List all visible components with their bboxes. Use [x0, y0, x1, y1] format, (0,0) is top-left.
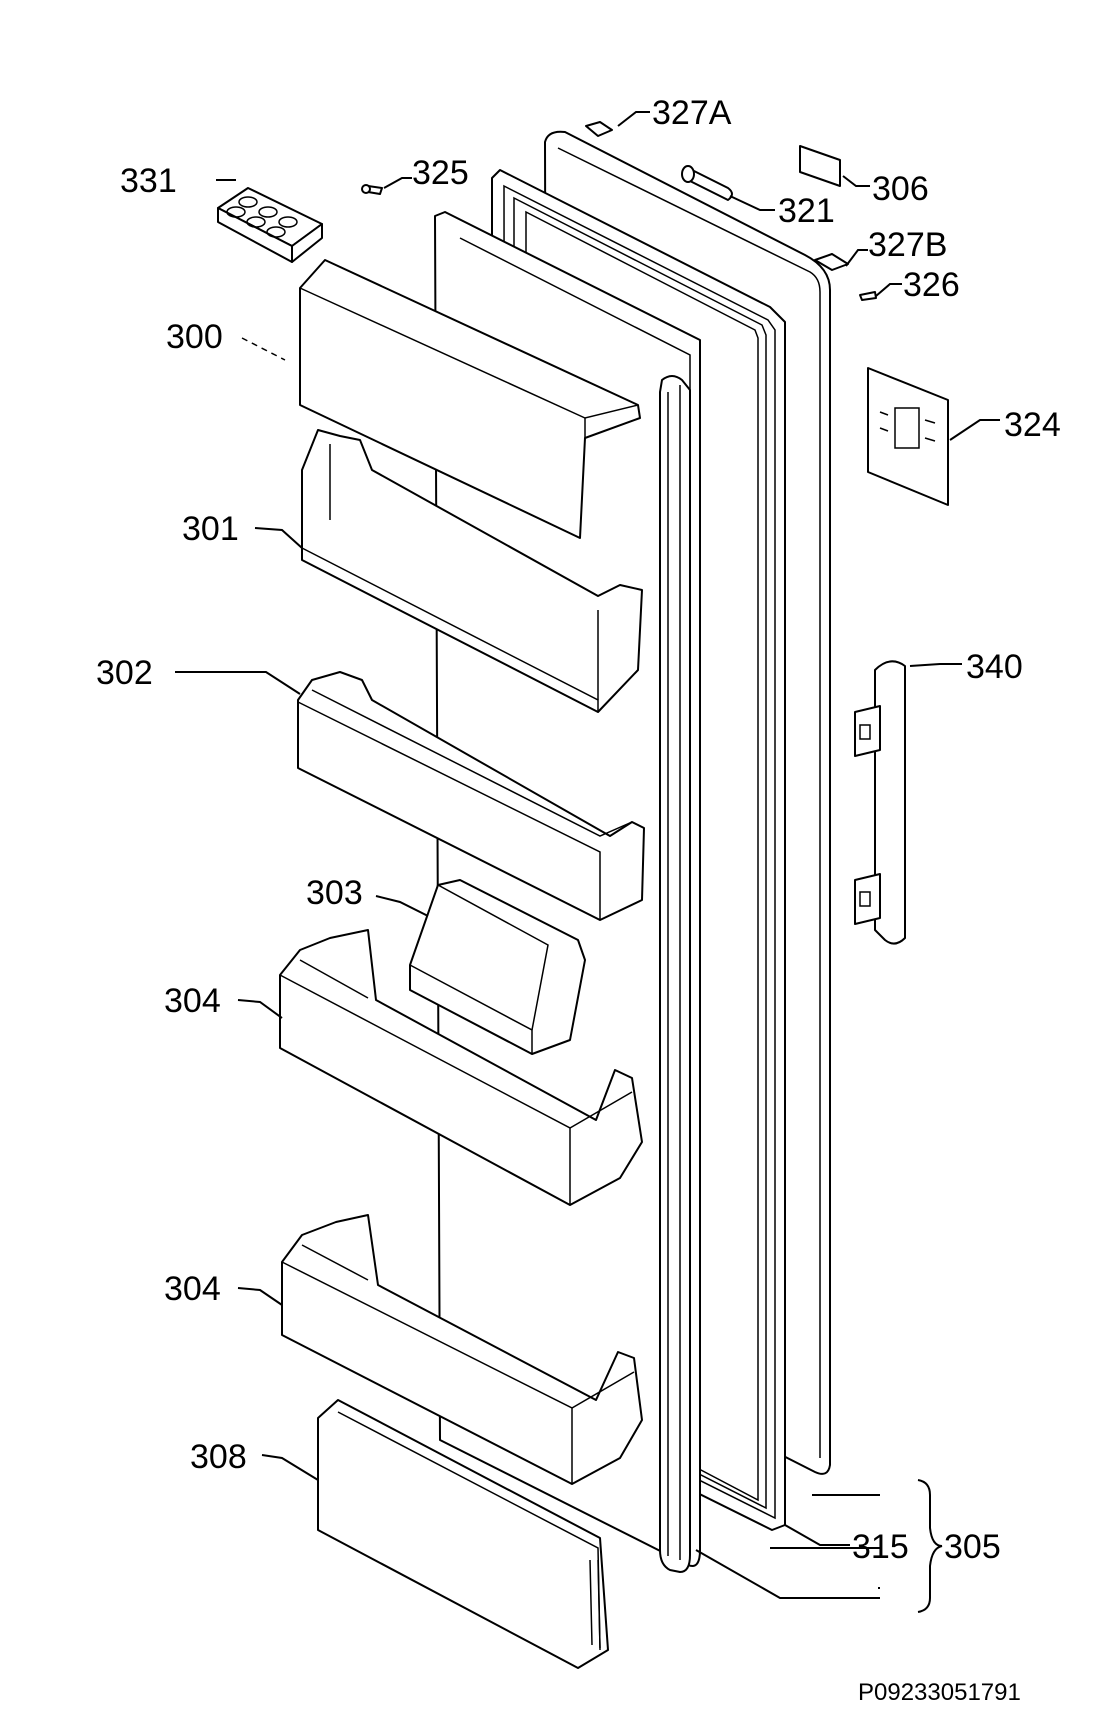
- label-315: 315: [852, 1528, 909, 1566]
- door-box-303: [409, 879, 586, 1055]
- label-326: 326: [903, 266, 960, 304]
- label-308: 308: [190, 1438, 247, 1476]
- drawing-code: P09233051791: [858, 1679, 1021, 1706]
- label-321: 321: [778, 192, 835, 230]
- bottom-bin-308: [317, 1399, 609, 1669]
- clip-327a: [585, 121, 613, 137]
- label-327b: 327B: [868, 226, 947, 264]
- label-305: 305: [944, 1528, 1001, 1566]
- egg-tray: [217, 187, 323, 263]
- label-324: 324: [1004, 406, 1061, 444]
- label-302: 302: [96, 654, 153, 692]
- label-306: 306: [872, 170, 929, 208]
- label-331: 331: [120, 162, 177, 200]
- door-shelf-302: [297, 671, 645, 921]
- door-shelf-301: [301, 429, 643, 713]
- door-handle-340: [854, 660, 906, 945]
- label-300: 300: [166, 318, 223, 356]
- label-327a: 327A: [652, 94, 732, 132]
- label-304-lower: 304: [164, 1270, 221, 1308]
- part-labels: 327A 306 331 325 321 327B 326 300 324 30…: [96, 94, 1061, 1566]
- control-panel-label: [867, 367, 949, 506]
- label-301: 301: [182, 510, 239, 548]
- screw-326: [859, 291, 877, 301]
- label-304-upper: 304: [164, 982, 221, 1020]
- label-303: 303: [306, 874, 363, 912]
- leader-lines: [175, 111, 1000, 1613]
- screw-325: [361, 184, 383, 195]
- door-shelf-304-lower: [281, 1214, 643, 1485]
- door-shelf-304-upper: [279, 929, 643, 1206]
- dairy-cover: [299, 259, 641, 539]
- plate-306: [799, 145, 841, 187]
- label-325: 325: [412, 154, 469, 192]
- label-340: 340: [966, 648, 1023, 686]
- hinge-pin-321: [681, 165, 733, 201]
